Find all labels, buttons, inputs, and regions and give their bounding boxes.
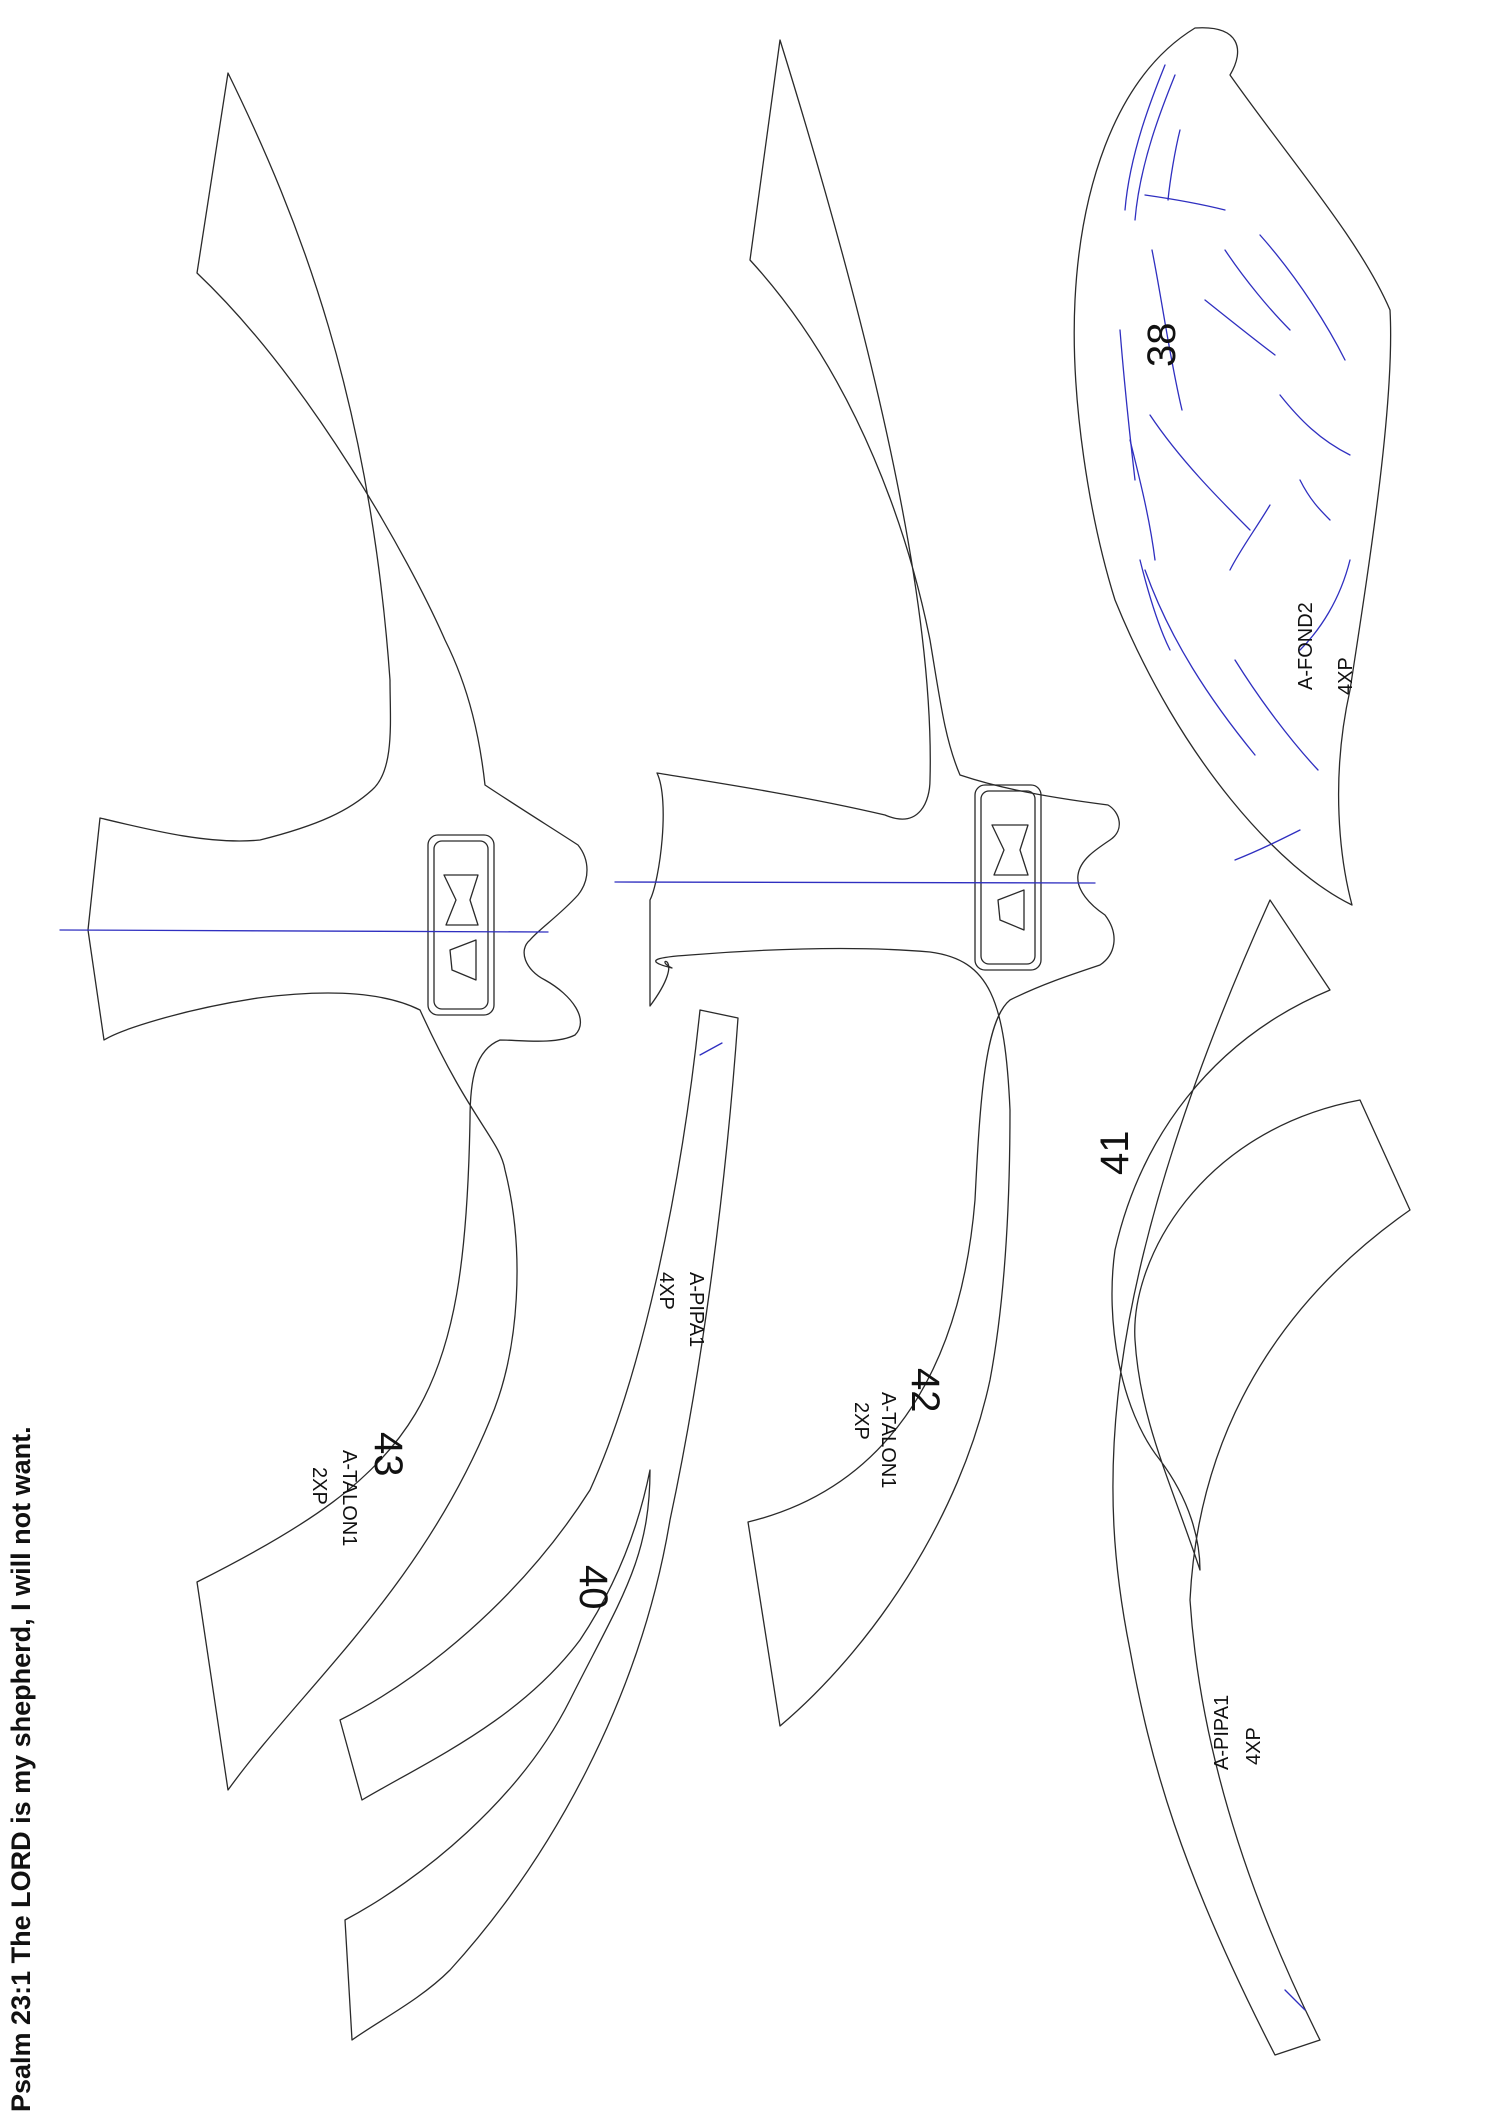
piece-43-logo-frame (427, 834, 495, 1016)
piece-43-number: 43 (366, 1432, 410, 1477)
piece-42-talon: 42 A-TALON1 2XP (614, 39, 1120, 1727)
piece-38-number: 38 (1140, 323, 1184, 368)
footer-verse: Psalm 23:1 The LORD is my shepherd, I wi… (6, 1426, 36, 2112)
piece-42-outline (649, 39, 1120, 1727)
piece-42-qty: 2XP (850, 1402, 872, 1440)
piece-42-center-line (614, 881, 1096, 884)
piece-40-outline (339, 1009, 739, 2041)
piece-43-outline (87, 72, 588, 1791)
piece-38-name: A-FOND2 (1295, 602, 1317, 690)
piece-38-qty: 4XP (1335, 657, 1357, 695)
piece-42-name: A-TALON1 (877, 1392, 899, 1488)
piece-43-name: A-TALON1 (338, 1450, 360, 1546)
piece-43-talon: 43 A-TALON1 2XP (59, 72, 588, 1791)
piece-42-logo-frame-inner (980, 790, 1036, 965)
piece-40-qty: 4XP (655, 1272, 677, 1310)
piece-42-number: 42 (903, 1368, 947, 1413)
piece-41-pipa: 41 A-PIPA1 4XP (1093, 899, 1411, 2056)
piece-41-slot (1284, 1989, 1306, 2011)
piece-40-number: 40 (571, 1565, 615, 1610)
piece-42-logo-frame (974, 784, 1042, 971)
piece-43-qty: 2XP (308, 1467, 330, 1505)
piece-41-outline (1111, 899, 1411, 2056)
piece-38-outline (1073, 27, 1392, 906)
piece-41-name: A-PIPA1 (1211, 1695, 1233, 1770)
piece-41-qty: 4XP (1243, 1727, 1265, 1765)
piece-43-center-line (59, 929, 549, 933)
piece-40-pipa: 40 A-PIPA1 4XP (339, 1009, 739, 2041)
piece-38-fond: 38 A-FOND2 4XP (1073, 27, 1392, 906)
piece-41-number: 41 (1093, 1131, 1137, 1176)
piece-43-logo-mark (443, 874, 479, 981)
piece-40-slot (699, 1042, 723, 1056)
piece-43-logo-frame-inner (433, 840, 489, 1010)
piece-42-logo-mark (991, 824, 1029, 931)
piece-40-name: A-PIPA1 (685, 1272, 707, 1347)
piece-38-reference-grooves (1119, 64, 1351, 861)
